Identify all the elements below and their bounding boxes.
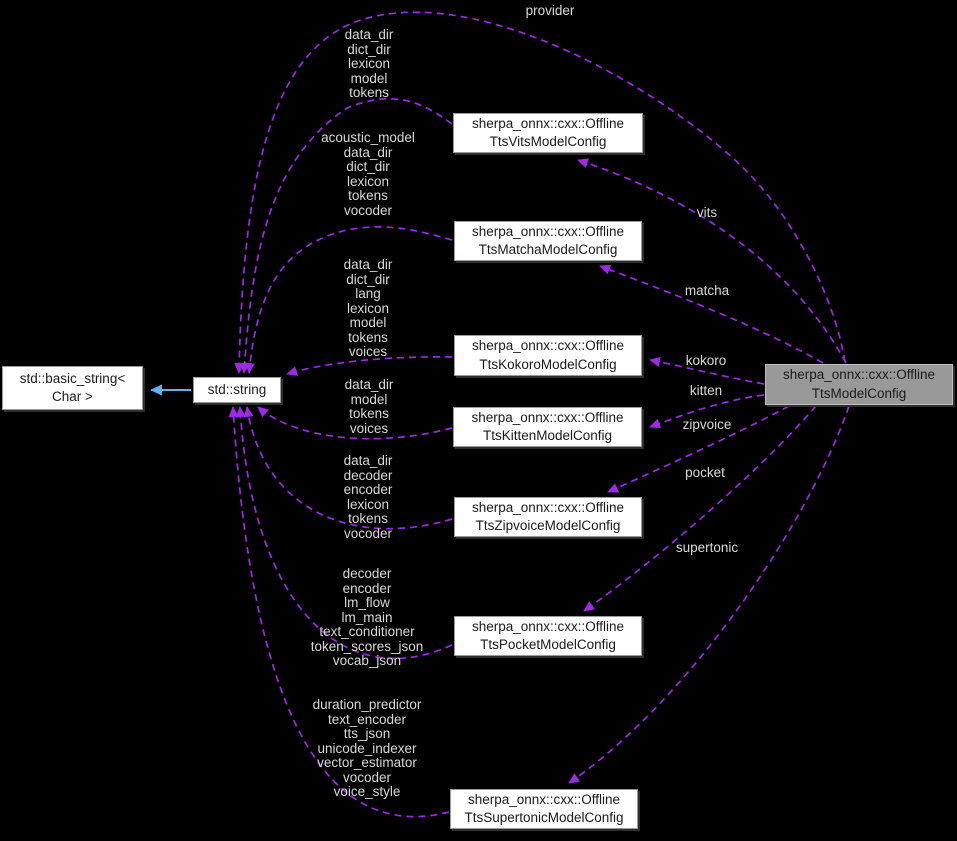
node-tts-pocket-model-config[interactable]: sherpa_onnx::cxx::Offline TtsPocketModel… bbox=[454, 616, 642, 656]
edge-kitten-members bbox=[257, 406, 453, 440]
edge-label-zipvoice-members: data_dir decoder encoder lexicon tokens … bbox=[343, 453, 393, 541]
edge-pocket-members bbox=[235, 406, 453, 660]
edge-vits-members bbox=[239, 97, 453, 374]
node-tts-supertonic-model-config[interactable]: sherpa_onnx::cxx::Offline TtsSupertonicM… bbox=[450, 789, 638, 829]
edge-label-pocket: pocket bbox=[685, 465, 725, 480]
node-tts-kokoro-model-config[interactable]: sherpa_onnx::cxx::Offline TtsKokoroModel… bbox=[454, 335, 642, 376]
edge-label-supertonic-members: duration_predictor text_encoder tts_json… bbox=[312, 697, 422, 799]
edge-matcha bbox=[599, 264, 824, 364]
edge-label-kitten-members: data_dir model tokens voices bbox=[344, 377, 394, 436]
node-tts-model-config-current: sherpa_onnx::cxx::Offline TtsModelConfig bbox=[765, 364, 953, 405]
edge-label-supertonic: supertonic bbox=[675, 540, 739, 555]
edge-label-pocket-members: decoder encoder lm_flow lm_main text_con… bbox=[310, 566, 424, 668]
node-tts-kitten-model-config[interactable]: sherpa_onnx::cxx::Offline TtsKittenModel… bbox=[453, 407, 642, 447]
edge-pocket bbox=[583, 405, 817, 612]
edge-kokoro-members bbox=[286, 356, 453, 376]
edge-label-matcha: matcha bbox=[684, 283, 730, 298]
edge-kitten bbox=[649, 394, 765, 429]
edge-provider bbox=[234, 11, 846, 374]
edge-zipvoice-members bbox=[243, 406, 453, 530]
node-tts-zipvoice-model-config[interactable]: sherpa_onnx::cxx::Offline TtsZipvoiceMod… bbox=[454, 497, 642, 537]
edge-label-zipvoice: zipvoice bbox=[682, 417, 732, 432]
edge-label-matcha-members: acoustic_model data_dir dict_dir lexicon… bbox=[321, 130, 415, 218]
node-tts-vits-model-config[interactable]: sherpa_onnx::cxx::Offline TtsVitsModelCo… bbox=[453, 113, 643, 153]
edge-zipvoice bbox=[607, 405, 790, 493]
node-std-basic-string[interactable]: std::basic_string< Char > bbox=[2, 366, 143, 410]
edge-supertonic-members bbox=[228, 406, 450, 818]
edge-kokoro bbox=[649, 357, 765, 385]
edge-matcha-members bbox=[244, 226, 453, 374]
edge-label-kokoro-members: data_dir dict_dir lang lexicon model tok… bbox=[343, 257, 393, 359]
edge-vits bbox=[577, 158, 847, 364]
node-std-string[interactable]: std::string bbox=[193, 377, 281, 403]
edge-label-kitten: kitten bbox=[689, 383, 723, 398]
edge-label-provider: provider bbox=[525, 3, 575, 18]
edge-label-vits: vits bbox=[696, 205, 718, 220]
edge-supertonic bbox=[568, 405, 850, 784]
node-tts-matcha-model-config[interactable]: sherpa_onnx::cxx::Offline TtsMatchaModel… bbox=[454, 221, 642, 261]
edge-label-kokoro: kokoro bbox=[685, 353, 727, 368]
edge-label-vits-members: data_dir dict_dir lexicon model tokens bbox=[344, 27, 394, 100]
